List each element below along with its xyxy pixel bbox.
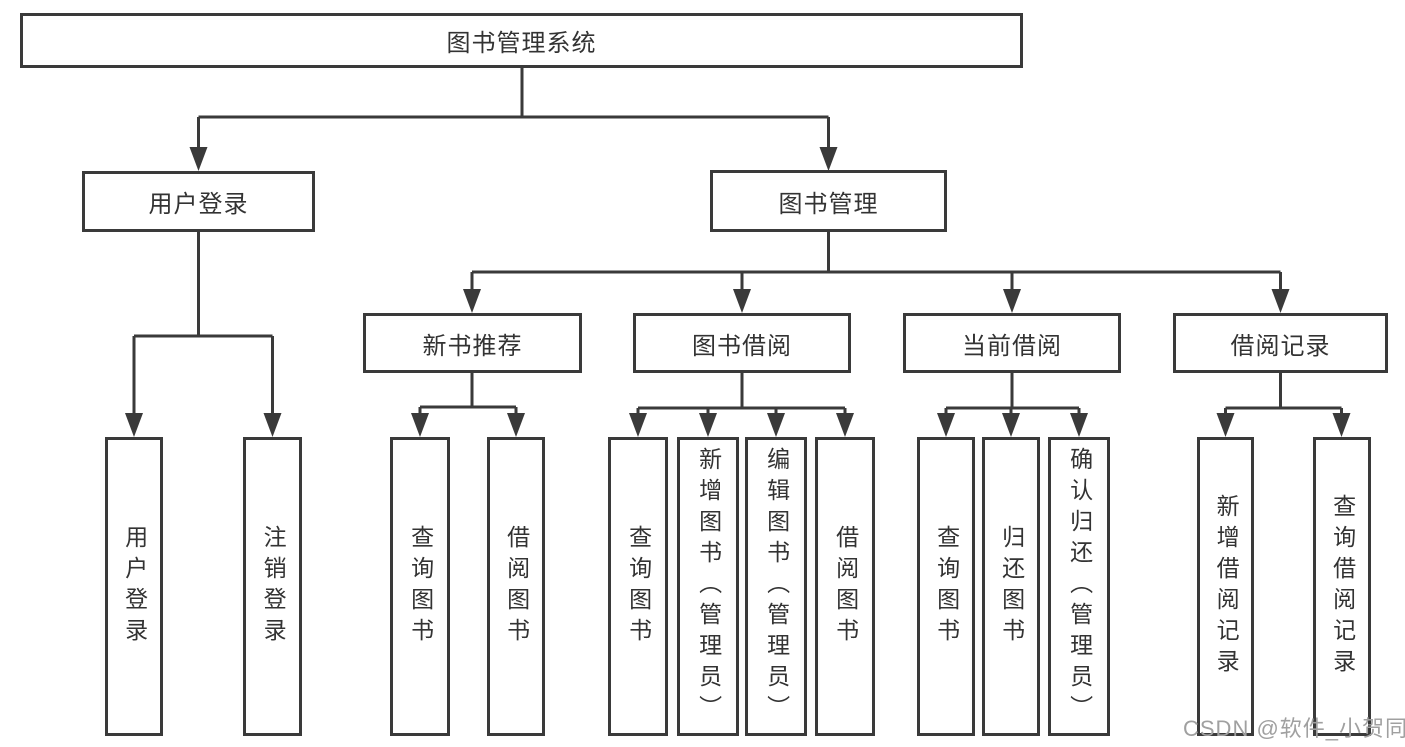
node-label: 借阅记录 xyxy=(1230,332,1331,360)
node-label: 查询图书 xyxy=(625,524,652,649)
node-label: 查询借阅记录 xyxy=(1329,493,1356,680)
leaf-confirm-return-admin: 确认归还（管理员） xyxy=(1048,437,1110,736)
node-label: 借阅图书 xyxy=(503,524,530,649)
node-label: 新增借阅记录 xyxy=(1213,493,1240,680)
node-label: 用户登录 xyxy=(121,524,148,649)
leaf-query-borrow-record: 查询借阅记录 xyxy=(1313,437,1371,736)
node-label: 当前借阅 xyxy=(962,332,1062,360)
node-label: 用户登录 xyxy=(148,191,249,218)
node-label: 图书管理 xyxy=(778,190,879,218)
node-label: 注销登录 xyxy=(260,524,287,649)
node-label: 归还图书 xyxy=(998,524,1025,649)
leaf-borrow-books: 借阅图书 xyxy=(815,437,875,736)
node-label: 查询图书 xyxy=(933,524,960,649)
node-label: 图书管理系统 xyxy=(446,30,597,57)
leaf-user-login: 用户登录 xyxy=(105,437,163,736)
node-new-book-recommendation: 新书推荐 xyxy=(363,313,582,373)
node-library-management-system: 图书管理系统 xyxy=(20,13,1023,68)
node-borrowing-records: 借阅记录 xyxy=(1173,313,1388,373)
node-label: 新书推荐 xyxy=(422,332,523,360)
leaf-logout: 注销登录 xyxy=(243,437,302,736)
node-book-borrowing: 图书借阅 xyxy=(633,313,851,373)
leaf-add-borrow-record: 新增借阅记录 xyxy=(1197,437,1254,736)
node-label: 查询图书 xyxy=(407,524,434,649)
csdn-watermark: CSDN @软件_小贺同学 xyxy=(1183,716,1405,741)
leaf-add-books-admin: 新增图书（管理员） xyxy=(677,437,739,736)
node-label: 借阅图书 xyxy=(832,524,859,649)
node-label: 图书借阅 xyxy=(692,332,792,360)
leaf-query-books-recommend: 查询图书 xyxy=(390,437,450,736)
leaf-return-books: 归还图书 xyxy=(982,437,1040,736)
leaf-edit-books-admin: 编辑图书（管理员） xyxy=(745,437,807,736)
node-label: 编辑图书（管理员） xyxy=(763,447,790,726)
node-current-borrowing: 当前借阅 xyxy=(903,313,1121,373)
leaf-query-books-current: 查询图书 xyxy=(917,437,975,736)
node-label: 新增图书（管理员） xyxy=(695,447,722,726)
node-book-management: 图书管理 xyxy=(710,170,947,232)
node-user-login: 用户登录 xyxy=(82,171,315,232)
leaf-borrow-books-recommend: 借阅图书 xyxy=(487,437,545,736)
node-label: 确认归还（管理员） xyxy=(1066,447,1093,726)
leaf-query-books-borrow: 查询图书 xyxy=(608,437,668,736)
